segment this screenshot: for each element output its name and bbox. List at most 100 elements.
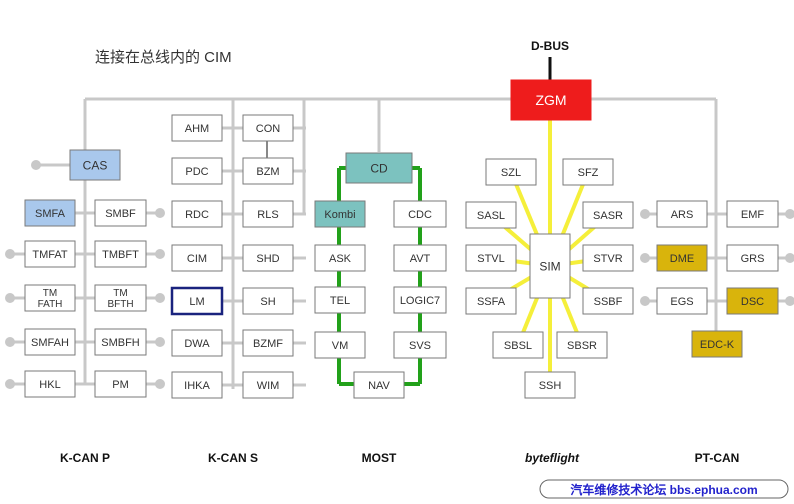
unit-label: SMBF (105, 208, 136, 220)
unit-box (393, 331, 447, 359)
unit-label: SH (260, 296, 275, 308)
unit-box (691, 330, 743, 358)
unit-label: TEL (330, 295, 350, 307)
unit-label: SSBF (594, 296, 623, 308)
unit-label: DME (670, 253, 694, 265)
wire-end-dot (155, 337, 165, 347)
unit-box (242, 371, 294, 399)
unit-box (393, 286, 447, 314)
unit-label: SHD (256, 253, 279, 265)
unit-svs: SVS (393, 331, 447, 359)
unit-label: SASL (477, 210, 505, 222)
unit-ssh: SSH (524, 371, 576, 399)
unit-sh: SH (242, 287, 294, 315)
unit-label: SASR (593, 210, 623, 222)
unit-box (314, 244, 366, 272)
unit-stvl: STVL (465, 244, 517, 272)
unit-label: SSFA (477, 296, 506, 308)
unit-cas: CAS (69, 149, 121, 181)
unit-stvr: STVR (582, 244, 634, 272)
unit-cd: CD (345, 152, 413, 184)
unit-label: BZMF (253, 338, 283, 350)
unit-box (242, 200, 294, 228)
unit-box (94, 284, 147, 312)
unit-pdc: PDC (171, 157, 223, 185)
wire-end-dot (155, 293, 165, 303)
unit-box (524, 371, 576, 399)
unit-label: LOGIC7 (400, 295, 440, 307)
unit-box (24, 284, 76, 312)
diagram-title: 连接在总线内的 CIM (95, 49, 232, 66)
unit-label: SZL (501, 167, 521, 179)
unit-emf: EMF (726, 200, 779, 228)
unit-label: ASK (329, 253, 352, 265)
unit-box (656, 244, 708, 272)
unit-box (242, 329, 294, 357)
unit-box (24, 240, 76, 268)
unit-box (242, 287, 294, 315)
unit-cdc: CDC (393, 200, 447, 228)
unit-label: RDC (185, 209, 209, 221)
unit-box (170, 286, 224, 316)
unit-label: NAV (368, 380, 390, 392)
unit-sbsr: SBSR (556, 331, 608, 359)
unit-label: CAS (83, 158, 108, 172)
unit-label: DWA (184, 338, 210, 350)
unit-label: CON (256, 123, 281, 135)
wire-end-dot (155, 379, 165, 389)
unit-tmfat: TMFAT (24, 240, 76, 268)
unit-box (171, 157, 223, 185)
unit-label: STVL (477, 253, 505, 265)
unit-sasr: SASR (582, 201, 634, 229)
unit-box (582, 201, 634, 229)
unit-label: STVR (593, 253, 622, 265)
wire-end-dot (5, 293, 15, 303)
unit-box (171, 244, 223, 272)
unit-bzm: BZM (242, 157, 294, 185)
unit-label: PM (112, 379, 129, 391)
wire-end-dot (5, 249, 15, 259)
column-label-most: MOST (362, 451, 397, 465)
unit-tmbft: TMBFT (94, 240, 147, 268)
unit-label: SIM (539, 259, 560, 273)
unit-box (242, 157, 294, 185)
unit-ssbf: SSBF (582, 287, 634, 315)
unit-vm: VM (314, 331, 366, 359)
column-label-kcan-s: K-CAN S (208, 451, 258, 465)
unit-box (656, 287, 708, 315)
unit-zgm: ZGM (510, 79, 592, 121)
unit-label: TM (43, 288, 57, 299)
unit-smfah: SMFAH (24, 328, 76, 356)
unit-box (314, 331, 366, 359)
unit-label: RLS (257, 209, 278, 221)
unit-label: SMFA (35, 208, 66, 220)
wire-end-dot (640, 296, 650, 306)
unit-label: SBSR (567, 340, 597, 352)
control-units: CASSMFATMFATTMFATHSMFAHHKLSMBFTMBFTTMBFT… (24, 79, 779, 399)
unit-dsc: DSC (726, 287, 779, 315)
unit-box (94, 370, 147, 398)
unit-rdc: RDC (171, 200, 223, 228)
unit-label: ARS (671, 209, 694, 221)
unit-label: PDC (185, 166, 208, 178)
unit-box (465, 244, 517, 272)
wire-end-dot (785, 253, 794, 263)
unit-box (582, 244, 634, 272)
unit-box (465, 287, 517, 315)
unit-box (726, 200, 779, 228)
unit-shd: SHD (242, 244, 294, 272)
unit-egs: EGS (656, 287, 708, 315)
unit-label: FATH (38, 299, 63, 310)
column-label-ptcan: PT-CAN (695, 451, 740, 465)
unit-label: EDC-K (700, 339, 735, 351)
unit-box (529, 233, 571, 299)
unit-box (24, 199, 76, 227)
wire-end-dot (5, 337, 15, 347)
unit-ihka: IHKA (171, 371, 223, 399)
unit-label: CD (370, 161, 388, 175)
unit-box (94, 240, 147, 268)
unit-label: IHKA (184, 380, 210, 392)
unit-box (393, 200, 447, 228)
